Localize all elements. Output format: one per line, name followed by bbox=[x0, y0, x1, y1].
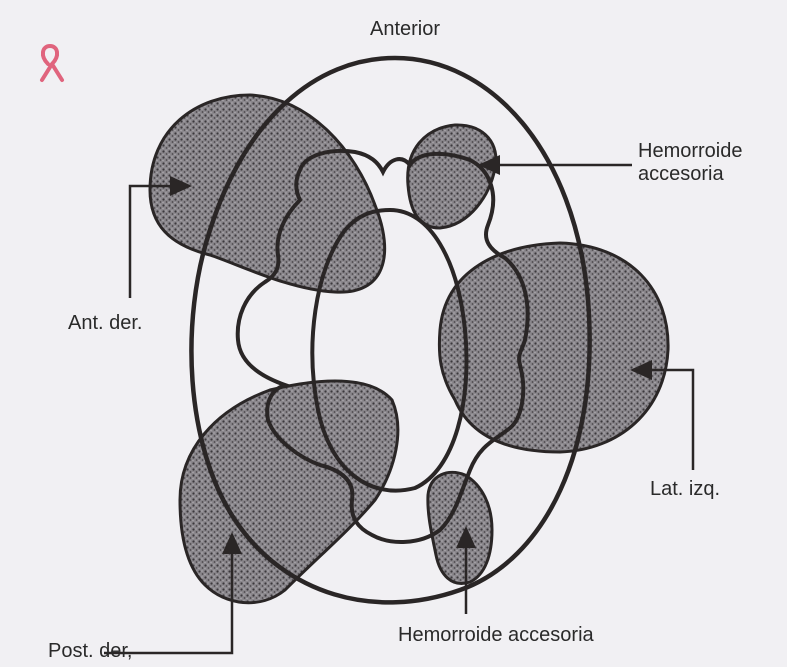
hemorrhoid-accesoria-top bbox=[408, 125, 496, 228]
ribbon-icon bbox=[42, 46, 62, 80]
hemorrhoid-lat-izq bbox=[439, 243, 668, 452]
label-lat-izq: Lat. izq. bbox=[650, 478, 720, 501]
hemorrhoid-accesoria-bottom bbox=[428, 472, 492, 583]
label-ant-der: Ant. der. bbox=[68, 312, 143, 335]
label-hemorroide-accesoria-top: Hemorroide accesoria bbox=[638, 140, 742, 186]
hemorrhoid-post-der bbox=[180, 381, 398, 603]
label-post-der: Post. der, bbox=[48, 640, 133, 663]
label-anterior: Anterior bbox=[370, 18, 440, 41]
label-hemorroide-accesoria-bottom: Hemorroide accesoria bbox=[398, 624, 594, 647]
